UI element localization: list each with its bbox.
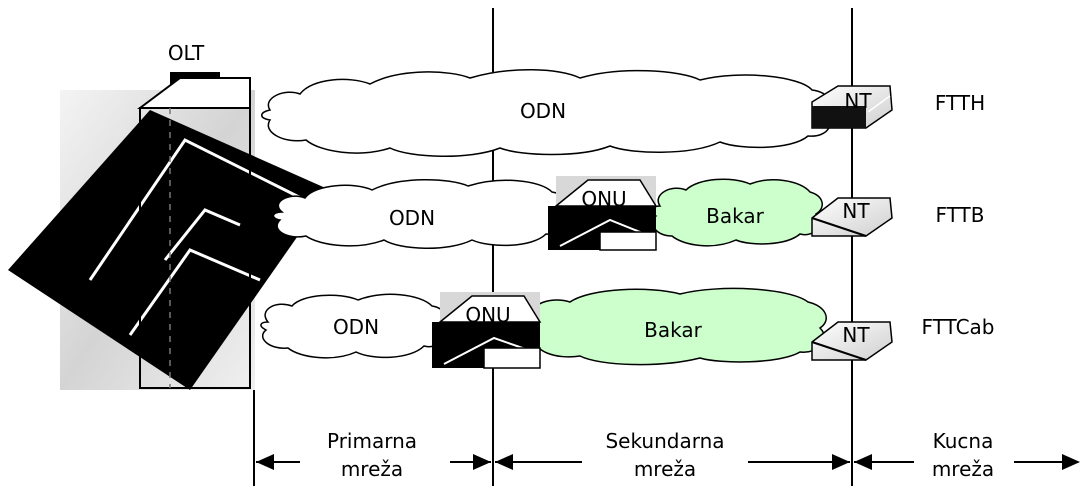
- row-fttb: ODN Bakar ONU NT FTTB: [272, 176, 985, 251]
- arrowhead-secondary-right: [832, 454, 850, 470]
- nt-body-fttb: [811, 197, 893, 237]
- row-ftth: ODN NT FTTH: [261, 69, 985, 157]
- olt-stripe-lower: [128, 248, 261, 336]
- onu-device-fttb: ONU: [548, 176, 658, 251]
- nt-device-fttb: NT: [811, 197, 893, 237]
- row-fttcab: ODN Bakar ONU NT FTTCab: [260, 287, 995, 369]
- type-label-fttcab: FTTCab: [922, 315, 995, 339]
- nt-front-line-fttb: [811, 217, 867, 237]
- nt-device-fttcab: NT: [811, 321, 893, 361]
- nt-front-dark-ftth: [812, 106, 866, 128]
- olt-device: OLT: [8, 41, 330, 390]
- segment-home: Kucna mreža: [854, 428, 1080, 486]
- onu-front-fttb: [599, 231, 657, 251]
- segment-label-home-line2: mreža: [932, 457, 994, 481]
- nt-label-ftth: NT: [844, 89, 872, 113]
- onu-front-fttcab: [483, 347, 541, 369]
- segment-label-bg-home: [914, 428, 1014, 486]
- odn-label-fttcab: ODN: [333, 315, 379, 339]
- segment-label-home-line1: Kucna: [933, 429, 994, 453]
- nt-label-fttcab: NT: [842, 323, 870, 347]
- arrowhead-home-left: [854, 454, 872, 470]
- segment-label-bg-primary: [300, 428, 450, 486]
- olt-stripe-outer: [88, 138, 306, 281]
- arrowhead-home-right: [1062, 454, 1080, 470]
- arrowhead-primary-right: [473, 454, 491, 470]
- nt-label-fttb: NT: [842, 199, 870, 223]
- nt-detail-ftth: [867, 95, 891, 113]
- arrowhead-primary-left: [256, 454, 274, 470]
- segment-primary: Primarna mreža: [256, 428, 491, 486]
- segment-label-primary-line1: Primarna: [327, 429, 417, 453]
- onu-device-fttcab: ONU: [432, 292, 542, 369]
- onu-label-fttb: ONU: [581, 187, 626, 211]
- odn-label-ftth: ODN: [520, 99, 566, 123]
- copper-label-fttcab: Bakar: [644, 318, 702, 342]
- nt-front-line-fttcab: [811, 341, 867, 361]
- segment-label-secondary-line2: mreža: [634, 457, 696, 481]
- olt-front-panel: [139, 107, 251, 389]
- segment-label-primary-line2: mreža: [341, 457, 403, 481]
- onu-label-fttcab: ONU: [465, 303, 510, 327]
- type-label-ftth: FTTH: [935, 91, 985, 115]
- copper-label-fttb: Bakar: [706, 204, 764, 228]
- nt-device-ftth: NT: [811, 85, 893, 129]
- nt-body-fttcab: [811, 321, 893, 361]
- arrowhead-secondary-left: [495, 454, 513, 470]
- segment-label-bg-secondary: [582, 428, 748, 486]
- olt-stripe-inner: [163, 208, 241, 261]
- type-label-fttb: FTTB: [936, 203, 985, 227]
- segment-label-secondary-line1: Sekundarna: [605, 429, 724, 453]
- onu-detail-fttb: [559, 218, 651, 247]
- olt-label: OLT: [168, 41, 205, 65]
- odn-label-fttb: ODN: [389, 206, 435, 230]
- segment-secondary: Sekundarna mreža: [495, 428, 850, 486]
